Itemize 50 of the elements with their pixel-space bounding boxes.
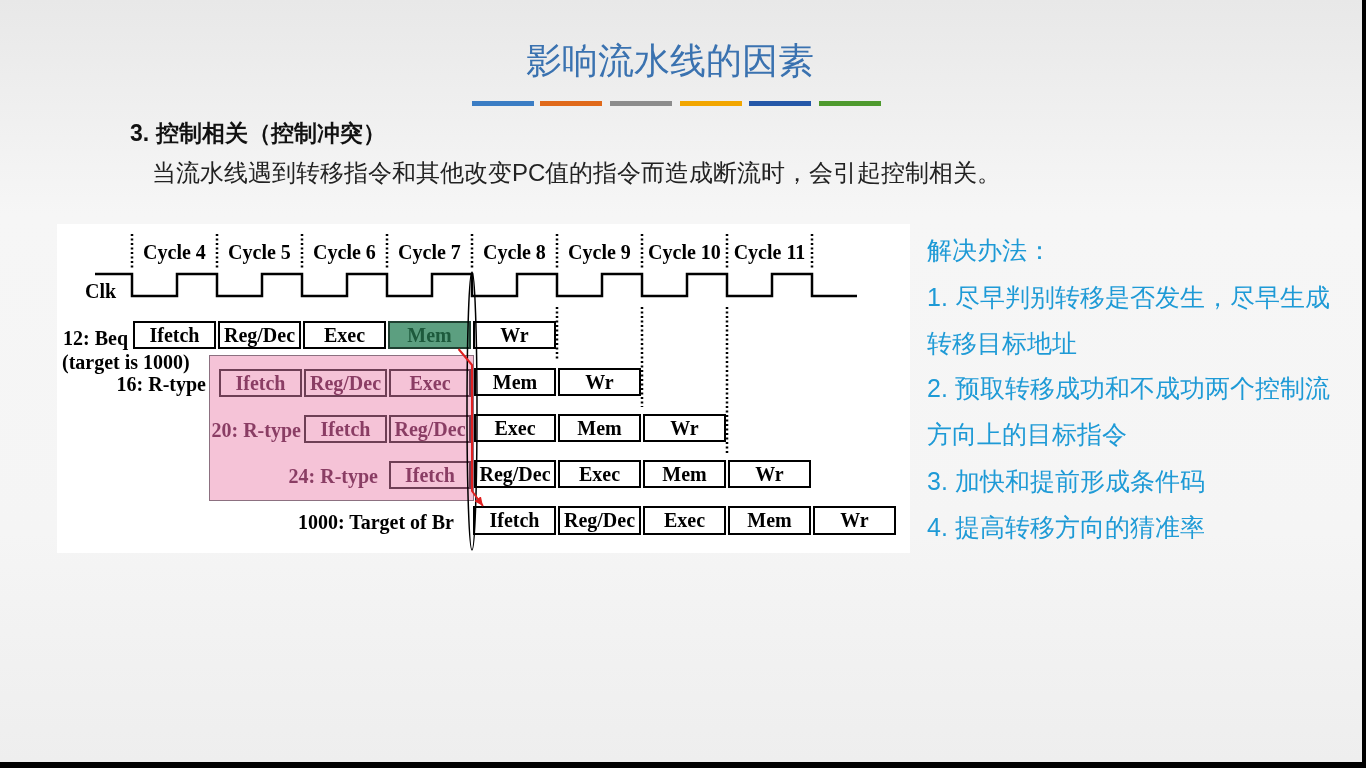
stage-box: Mem [474,368,556,396]
stage-box: Mem [643,460,726,488]
stage-box: Mem [728,506,811,535]
stage-box: Exec [474,414,556,442]
cycle-label: Cycle 6 [313,240,376,264]
stage-box: Mem [558,414,641,442]
cycle-label: Cycle 7 [398,240,461,264]
list-item: 4. 提高转移方向的猜准率 [927,512,1205,543]
stage-box: Exec [389,369,471,397]
cycle-label: Cycle 9 [568,240,631,264]
list-heading: 解决办法： [927,235,1052,266]
stage-box: Exec [643,506,726,535]
instruction-note: (target is 1000) [62,350,190,374]
stage-box: Ifetch [473,506,556,535]
stage-box: Mem [388,321,471,349]
cycle-label: Cycle 4 [143,240,206,264]
stage-box: Reg/Dec [218,321,301,349]
paragraph: 当流水线遇到转移指令和其他改变PC值的指令而造成断流时，会引起控制相关。 [152,158,1002,188]
cycle-label: Cycle 10 [648,240,721,264]
list-item: 1. 尽早判别转移是否发生，尽早生成转移目标地址 [927,282,1331,359]
instruction-label: 24: R-type [288,464,378,488]
instruction-label: 12: Beq [63,326,128,350]
stage-box: Ifetch [219,369,302,397]
slide-title: 影响流水线的因素 [526,39,814,83]
list-item: 2. 预取转移成功和不成功两个控制流方向上的目标指令 [927,373,1331,450]
list-item: 3. 加快和提前形成条件码 [927,466,1205,497]
stage-box: Ifetch [304,415,387,443]
highlight-region [209,355,474,501]
signal-label: Clk [85,279,117,303]
stage-box: Ifetch [389,461,471,489]
stage-box: Exec [558,460,641,488]
stage-box: Reg/Dec [474,460,556,488]
cycle-label: Cycle 8 [483,240,546,264]
stage-box: Reg/Dec [389,415,471,443]
stage-box: Wr [728,460,811,488]
stage-box: Reg/Dec [558,506,641,535]
stage-box: Exec [303,321,386,349]
arrow [457,348,484,507]
stage-box: Wr [813,506,896,535]
instruction-label: 16: R-type [116,373,206,396]
cycle-label: Cycle 11 [733,240,806,264]
section-heading: 3. 控制相关（控制冲突） [130,119,386,148]
stage-box: Wr [473,321,556,349]
stage-box: Wr [558,368,641,396]
stage-box: Ifetch [133,321,216,349]
cycle-label: Cycle 5 [228,240,291,264]
instruction-label: 20: R-type [211,418,301,442]
instruction-label: 1000: Target of Br [297,510,454,534]
stage-box: Reg/Dec [304,369,387,397]
stage-box: Wr [643,414,726,442]
